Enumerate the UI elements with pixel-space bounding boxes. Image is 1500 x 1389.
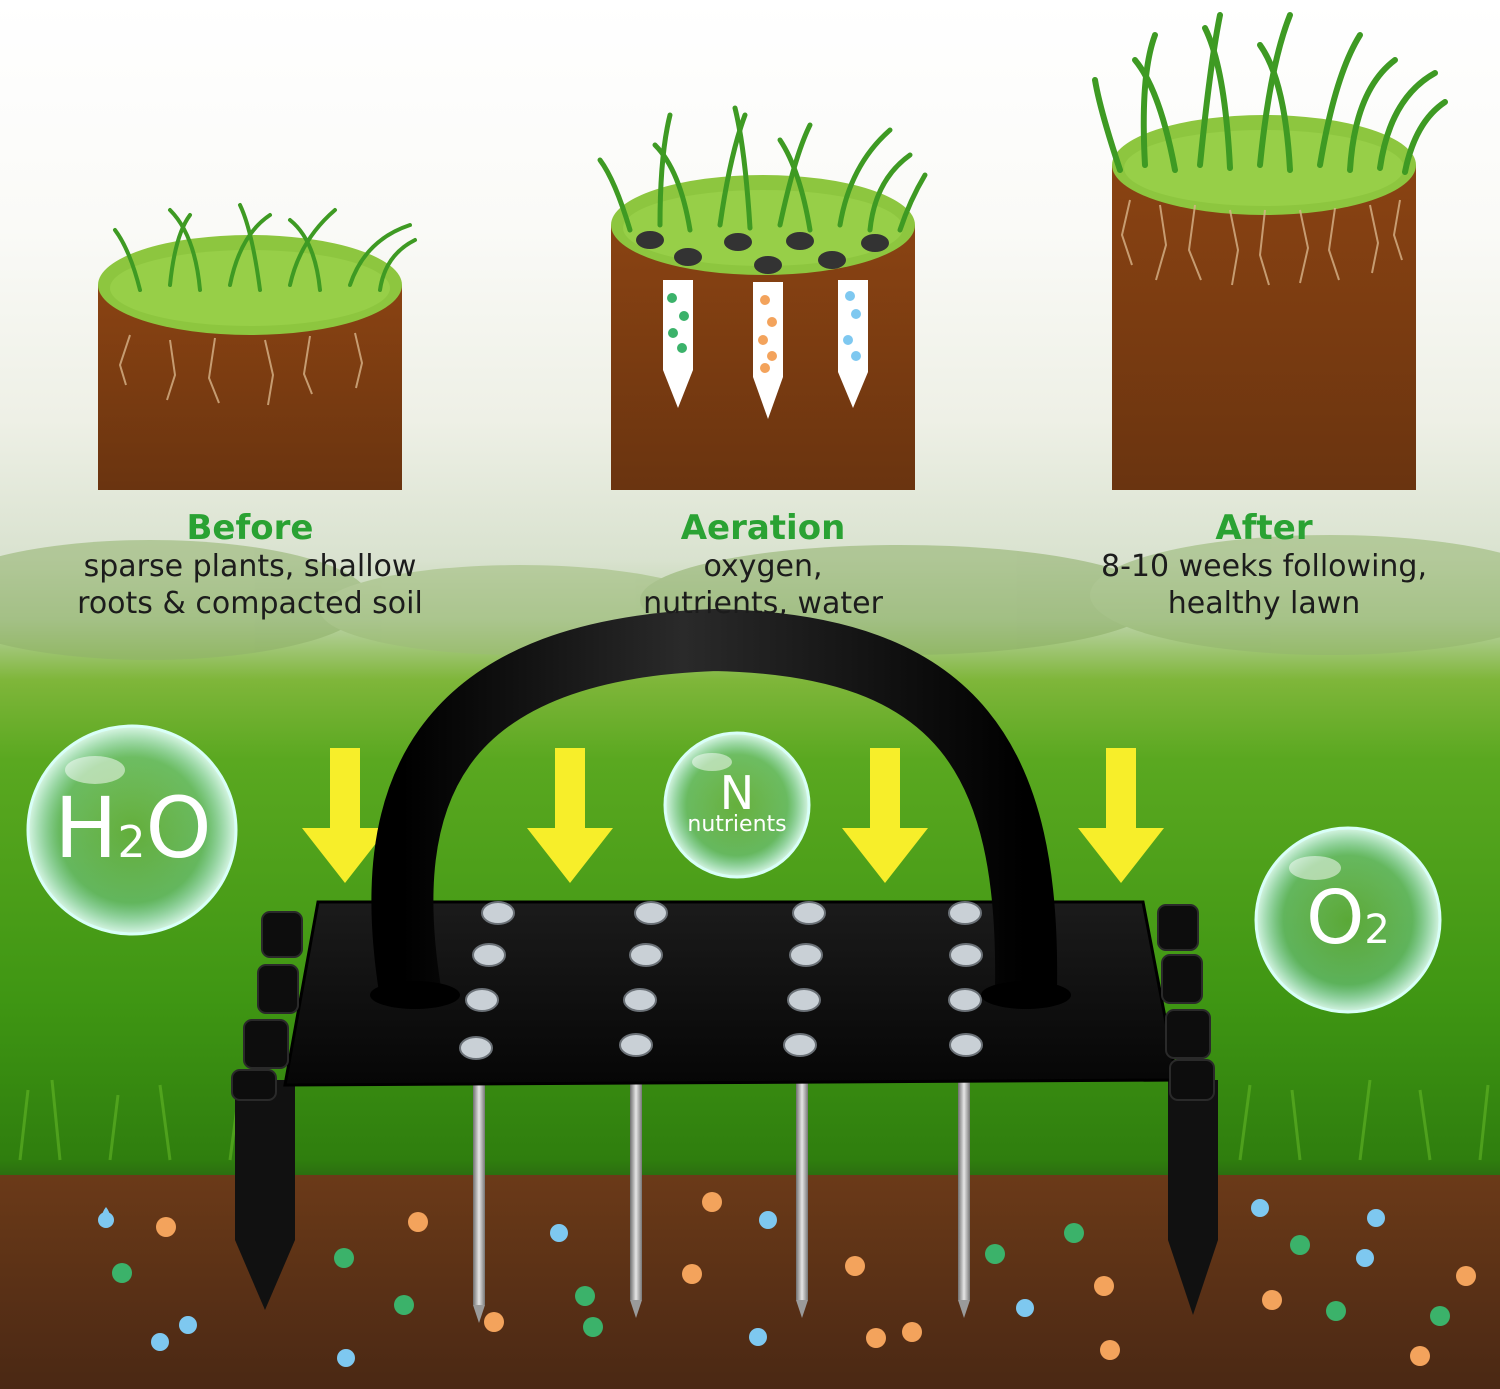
- after-soil-block: [1092, 12, 1448, 490]
- before-caption: Before sparse plants, shallow roots & co…: [40, 508, 460, 622]
- stage-desc-after-line1: 8-10 weeks following,: [1100, 549, 1427, 584]
- stage-desc-after-line2: healthy lawn: [1167, 586, 1361, 621]
- down-arrow-icon: [302, 748, 1164, 883]
- nitrogen-label-symbol: N: [719, 766, 755, 820]
- aeration-caption: Aeration oxygen, nutrients, water: [553, 508, 973, 622]
- stage-title-after: After: [1215, 508, 1313, 548]
- water-label: H2O: [38, 780, 228, 891]
- nitrogen-label: N nutrients: [667, 768, 807, 838]
- nitrogen-bubble-icon: [663, 731, 811, 879]
- stage-desc-aeration-line2: nutrients, water: [643, 586, 883, 621]
- stage-desc-aeration-line1: oxygen,: [703, 549, 823, 584]
- oxygen-bubble-icon: [1254, 826, 1442, 1014]
- oxygen-label-o: O: [1306, 875, 1365, 961]
- underground-soil: [0, 1175, 1500, 1389]
- aerator-side-tubes: [231, 904, 1215, 1101]
- water-bubble-icon: [26, 724, 238, 936]
- aeration-soil-block: [597, 105, 928, 490]
- oxygen-label-sub: 2: [1364, 907, 1390, 953]
- before-soil-block: [98, 203, 417, 490]
- nitrogen-label-caption: nutrients: [687, 812, 787, 837]
- aeration-channels: [663, 280, 868, 419]
- lawn-aerator-tool: [231, 608, 1218, 1323]
- soil-particles: [98, 1192, 1476, 1367]
- stage-desc-before-line1: sparse plants, shallow: [83, 549, 417, 584]
- oxygen-label: O2: [1268, 875, 1428, 973]
- water-label-h: H: [54, 779, 118, 877]
- aerator-spikes: [235, 1075, 1218, 1323]
- stage-title-aeration: Aeration: [680, 508, 846, 548]
- aerator-handle: [371, 608, 1058, 995]
- aerator-bolts: [459, 901, 983, 1060]
- stage-title-before: Before: [186, 508, 314, 548]
- water-label-o: O: [145, 779, 212, 877]
- water-label-sub: 2: [117, 817, 146, 868]
- stage-desc-before-line2: roots & compacted soil: [77, 586, 423, 621]
- after-caption: After 8-10 weeks following, healthy lawn: [1054, 508, 1474, 622]
